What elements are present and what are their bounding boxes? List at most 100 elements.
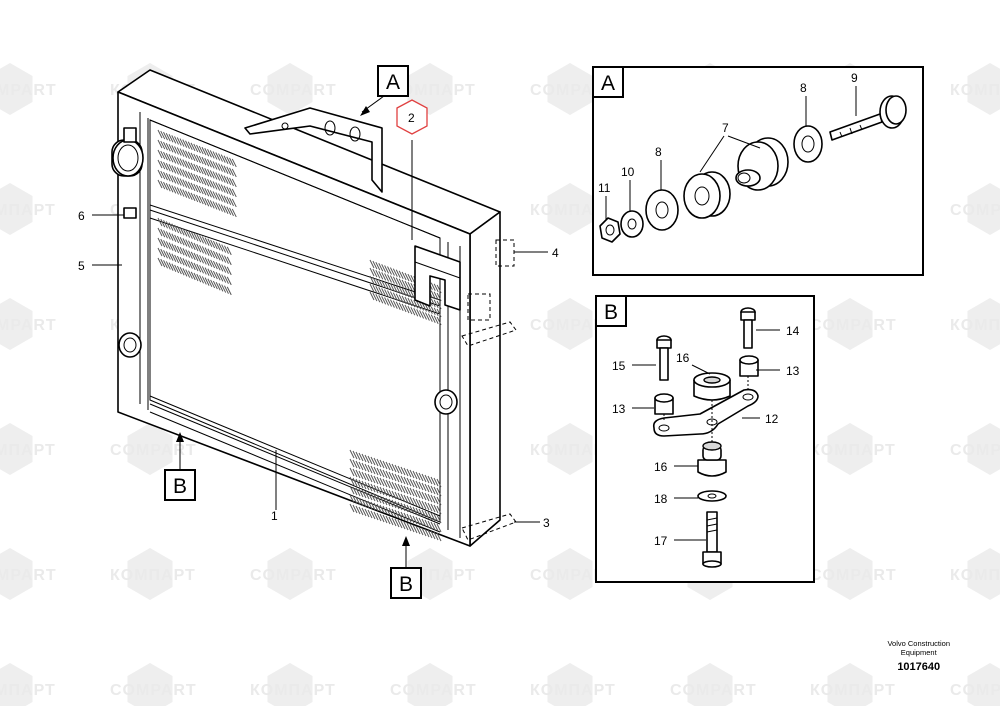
hatch-line	[229, 187, 234, 197]
watermark-hexagon	[407, 663, 453, 706]
watermark-text: КОМПАРТ	[530, 682, 616, 699]
hatch-line	[201, 146, 207, 156]
hatch-line	[385, 470, 391, 480]
hatch-line	[174, 166, 179, 175]
hatch-line	[385, 461, 391, 471]
watermark-hexagon	[407, 63, 453, 115]
hatch-line	[218, 153, 223, 162]
hatch-line	[406, 495, 412, 505]
hatch-line	[160, 238, 166, 248]
hatch-line	[201, 236, 207, 245]
hatch-line	[188, 230, 193, 239]
hatch-line	[193, 183, 199, 193]
hatch-line	[218, 273, 224, 282]
hatch-line	[212, 171, 218, 180]
hatch-line	[424, 483, 430, 493]
part-number-15: 15	[612, 359, 626, 373]
hatch-line	[385, 497, 391, 507]
hatch-line	[212, 181, 218, 190]
hatch-line	[163, 250, 168, 259]
hatch-line	[204, 177, 210, 187]
hatch-line	[226, 286, 232, 296]
hatch-line	[378, 263, 384, 272]
hatch-line	[204, 277, 210, 286]
hatch-line	[218, 243, 224, 252]
hatch-line	[381, 272, 387, 281]
hatch-line	[401, 303, 407, 313]
hatch-line	[229, 207, 234, 217]
hatch-line	[199, 265, 204, 274]
hatch-line	[218, 253, 224, 262]
hatch-line	[412, 524, 418, 534]
hatch-line	[168, 164, 174, 173]
bushing-7-large	[735, 137, 789, 191]
hatch-line	[397, 492, 403, 502]
hatch-line	[433, 315, 439, 325]
hatch-line	[174, 146, 179, 155]
watermark-text: КОМПАРТ	[0, 682, 56, 699]
hatch-line	[198, 185, 204, 195]
hatch-line	[157, 169, 163, 179]
hatch-line	[182, 238, 188, 247]
hatch-line	[418, 526, 424, 536]
bolt-14	[740, 307, 756, 349]
hatch-line	[204, 167, 210, 177]
hatch-line	[392, 300, 398, 309]
hatch-line	[157, 149, 163, 159]
hatch-line	[397, 474, 403, 484]
watermark-text: COMPART	[530, 317, 617, 334]
hatch-line	[209, 200, 215, 209]
hatch-line	[204, 257, 210, 266]
hatch-line	[157, 139, 163, 149]
hatch-line	[224, 245, 229, 254]
hatch-line	[201, 166, 207, 176]
hatch-line	[157, 237, 163, 247]
hatch-line	[215, 152, 221, 161]
hatch-line	[430, 290, 436, 299]
hatch-line	[190, 261, 196, 271]
hatch-line	[395, 293, 401, 302]
hatch-line	[185, 249, 191, 258]
hatch-line	[231, 198, 237, 208]
part-number-8-left: 8	[655, 145, 662, 159]
hatch-line	[430, 530, 436, 540]
mount-16-top	[693, 372, 731, 401]
hatch-line	[157, 247, 163, 257]
hatch-line	[185, 269, 191, 278]
hatch-line	[379, 504, 385, 514]
hatch-line	[419, 302, 425, 311]
hatch-line	[182, 179, 188, 188]
hatch-line	[182, 159, 188, 168]
hatch-line	[182, 228, 188, 237]
hatch-line	[397, 483, 403, 493]
hatch-line	[421, 491, 427, 501]
hatch-line	[179, 267, 185, 276]
hatch-line	[387, 282, 392, 291]
hatch-line	[226, 186, 232, 196]
watermark-hexagon	[267, 63, 313, 115]
hatch-line	[375, 261, 381, 271]
hatch-line	[190, 172, 196, 182]
hatch-line	[376, 494, 382, 504]
hatch-line	[361, 498, 367, 508]
hatch-line	[407, 273, 413, 283]
hatch-line	[370, 492, 376, 502]
hatch-line	[394, 473, 400, 483]
hatch-line	[394, 500, 400, 510]
hatch-line	[433, 504, 439, 514]
hatch-line	[424, 304, 430, 313]
hatch-line	[433, 531, 439, 541]
hatch-line	[171, 135, 177, 144]
hatch-line	[385, 479, 391, 489]
hatch-line	[196, 253, 202, 263]
hatch-line	[375, 285, 381, 295]
core-hatching-mid-left	[157, 217, 232, 296]
hatch-line	[389, 267, 395, 276]
hatch-line	[358, 452, 364, 462]
hatch-line	[182, 189, 188, 198]
hatch-line	[369, 259, 375, 269]
hatch-line	[372, 268, 378, 278]
hatch-line	[176, 187, 182, 196]
hatch-line	[220, 164, 226, 173]
hatch-line	[207, 278, 213, 287]
